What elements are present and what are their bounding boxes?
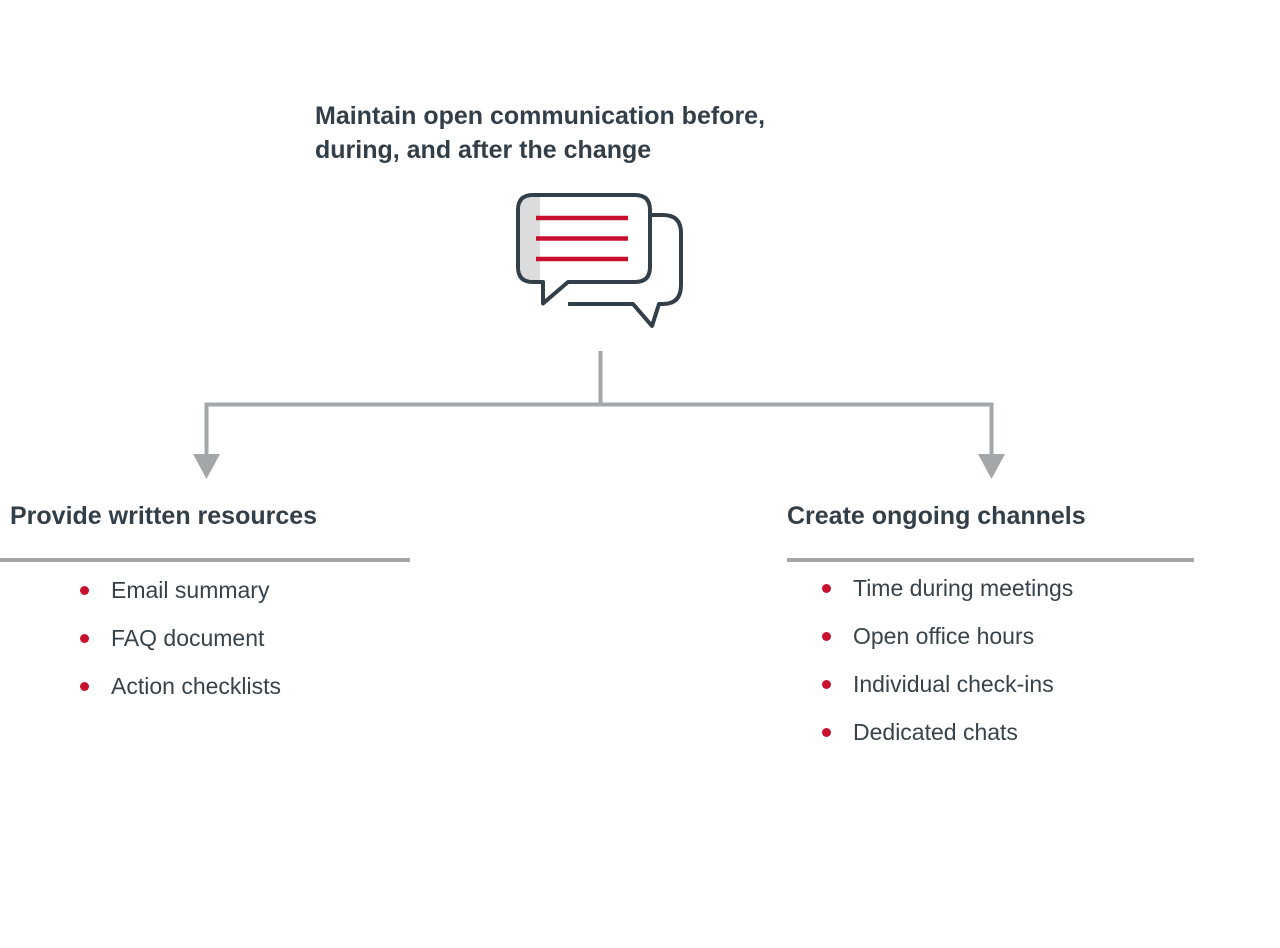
list-item-label: Dedicated chats — [853, 718, 1018, 745]
chat-bubbles-icon — [516, 193, 683, 328]
heading-rule-left — [0, 558, 410, 562]
list-item-label: Action checklists — [111, 672, 282, 699]
list-item: Time during meetings — [742, 564, 1073, 612]
list-item-label: Time during meetings — [853, 574, 1074, 601]
list-item: Dedicated chats — [742, 708, 1073, 756]
bullet-dot — [822, 631, 831, 641]
arrow-down-right-icon — [978, 454, 1005, 479]
page-title-line-1: Maintain open communication before, — [315, 102, 766, 130]
connector-arrows — [193, 351, 1005, 479]
branch-heading-ongoing-channels: Create ongoing channels — [787, 502, 1086, 530]
bullet-dot — [80, 681, 89, 691]
bullet-dot — [80, 585, 89, 595]
arrow-down-left-icon — [193, 454, 220, 479]
list-item-label: FAQ document — [111, 624, 265, 651]
bullet-dot — [822, 679, 831, 689]
list-item-label: Individual check-ins — [853, 670, 1054, 697]
ongoing-channels-list: Time during meetings Open office hours I… — [742, 564, 1073, 756]
written-resources-list: Email summary FAQ document Action checkl… — [0, 566, 281, 710]
list-item: FAQ document — [0, 614, 281, 662]
list-item: Action checklists — [0, 662, 281, 710]
list-item-label: Open office hours — [853, 622, 1035, 649]
bullet-dot — [822, 583, 831, 593]
page-title: Maintain open communication before, duri… — [315, 99, 915, 167]
list-item: Individual check-ins — [742, 660, 1073, 708]
bullet-dot — [80, 633, 89, 643]
bullet-dot — [822, 727, 831, 737]
page-title-line-2: during, and after the change — [315, 136, 652, 164]
list-item: Open office hours — [742, 612, 1073, 660]
branch-heading-written-resources: Provide written resources — [10, 502, 318, 530]
list-item: Email summary — [0, 566, 281, 614]
heading-rule-right — [787, 558, 1194, 562]
list-item-label: Email summary — [111, 576, 270, 603]
